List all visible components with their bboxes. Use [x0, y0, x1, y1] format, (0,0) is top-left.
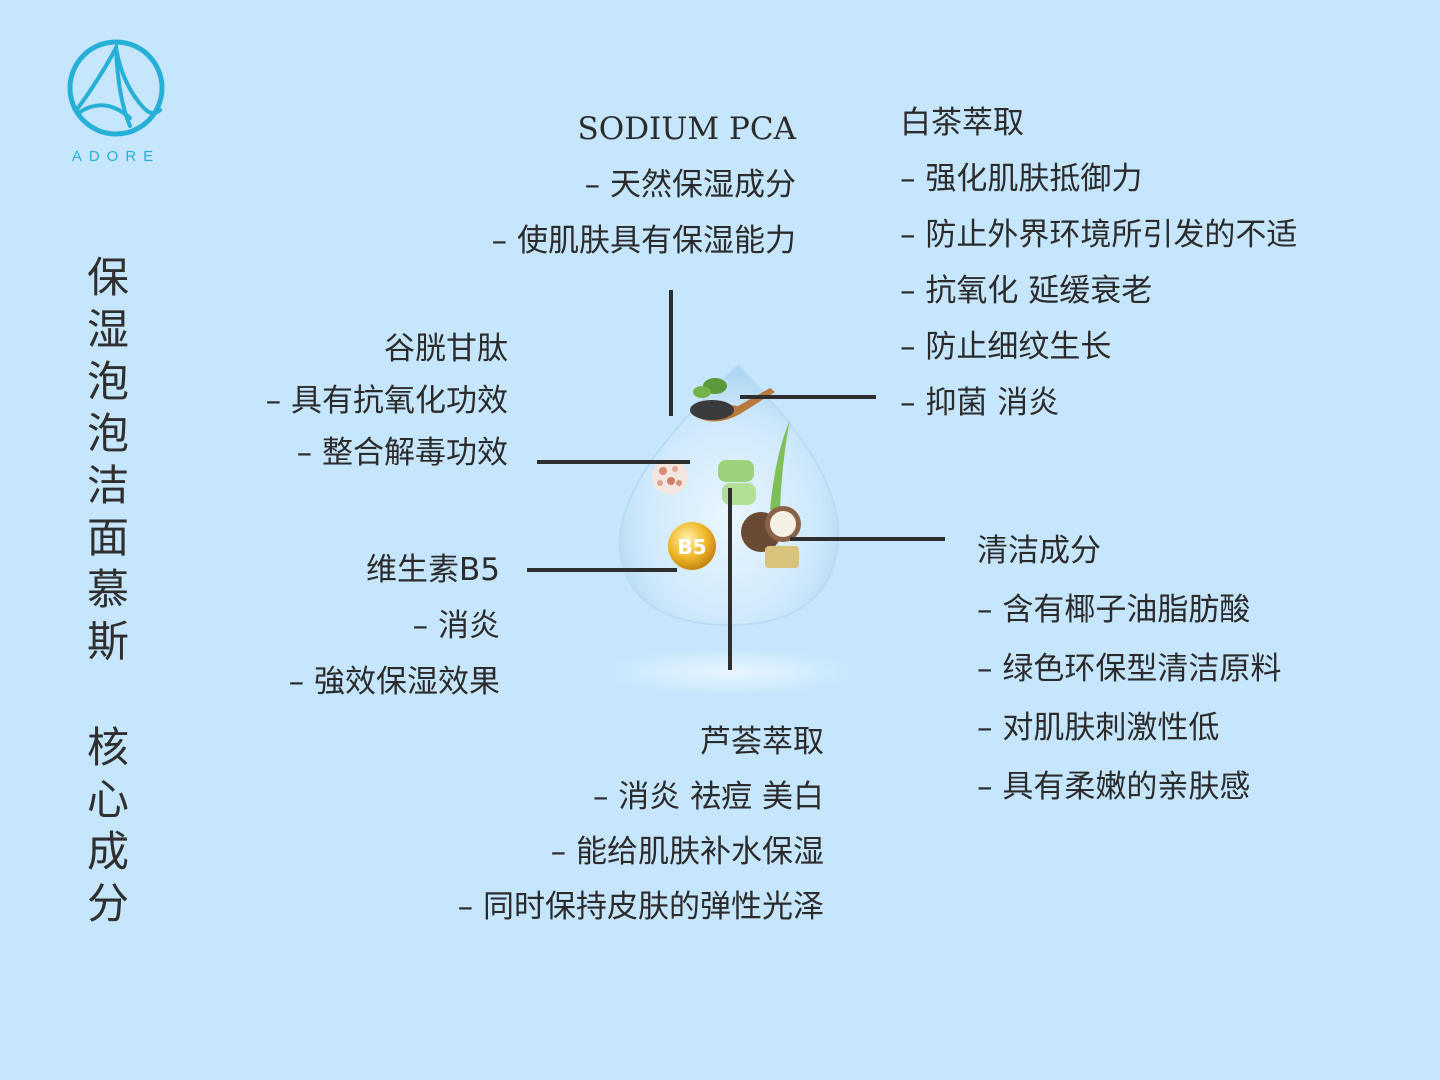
logo-text: ADORE [71, 148, 161, 165]
cleansing-block: 清洁成分 – 含有椰子油脂肪酸 – 绿色环保型清洁原料 – 对肌肤刺激性低 – … [977, 536, 1281, 831]
subtitle-char: 核 [86, 723, 129, 772]
title-char: 保 [86, 253, 129, 302]
title-char: 泡 [86, 357, 129, 406]
white-tea-line: – 抑菌 消炎 [900, 385, 1060, 421]
subtitle-char: 分 [86, 879, 129, 928]
page-title: 保 湿 泡 泡 洁 面 慕 斯 核 心 成 分 [84, 252, 132, 930]
title-char: 慕 [86, 565, 129, 614]
logo-mark-icon [67, 39, 165, 137]
glutathione-line: – 具有抗氧化功效 [265, 383, 508, 419]
aloe-line: – 能给肌肤补水保湿 [550, 834, 824, 870]
coconut-icon [735, 500, 815, 580]
white-tea-line: – 防止细纹生长 [900, 329, 1112, 365]
title-char: 湿 [86, 305, 129, 354]
cleansing-title: 清洁成分 [977, 533, 1101, 569]
glutathione-title: 谷胱甘肽 [384, 331, 508, 367]
connector-aloe [728, 488, 732, 670]
connector-glutathione [537, 460, 690, 464]
white-tea-line: – 强化肌肤抵御力 [900, 161, 1143, 197]
aloe-title: 芦荟萃取 [700, 724, 824, 760]
sodium-pca-line: – 使肌肤具有保湿能力 [491, 223, 796, 259]
cleansing-line: – 含有椰子油脂肪酸 [977, 592, 1251, 628]
subtitle-char: 心 [86, 775, 129, 824]
adore-logo: ADORE [60, 38, 172, 170]
vitamin-b5-icon: B5 [664, 518, 724, 578]
sodium-pca-line: – 天然保湿成分 [584, 167, 796, 203]
white-tea-line: – 防止外界环境所引发的不适 [900, 217, 1298, 253]
title-char: 泡 [86, 409, 129, 458]
connector-white-tea [740, 395, 876, 399]
aloe-block: 芦荟萃取 – 消炎 祛痘 美白 – 能给肌肤补水保湿 – 同时保持皮肤的弹性光泽 [458, 727, 824, 947]
aloe-line: – 消炎 祛痘 美白 [592, 779, 824, 815]
cleansing-line: – 具有柔嫩的亲肤感 [977, 769, 1251, 805]
aloe-line: – 同时保持皮肤的弹性光泽 [457, 889, 824, 925]
cleansing-line: – 绿色环保型清洁原料 [977, 651, 1282, 687]
vitamin-b5-block: 维生素B5 – 消炎 – 強效保湿效果 [289, 555, 500, 723]
title-char: 面 [86, 513, 129, 562]
connector-vitamin-b5 [527, 568, 677, 572]
sodium-pca-title: SODIUM PCA [577, 111, 796, 147]
subtitle-char: 成 [86, 827, 129, 876]
white-tea-block: 白茶萃取 – 强化肌肤抵御力 – 防止外界环境所引发的不适 – 抗氧化 延缓衰老… [900, 108, 1297, 444]
sodium-pca-block: SODIUM PCA – 天然保湿成分 – 使肌肤具有保湿能力 [492, 114, 796, 282]
vitamin-badge-label: B5 [677, 535, 706, 559]
title-char: 洁 [86, 461, 129, 510]
glutathione-icon [645, 455, 695, 500]
glutathione-block: 谷胱甘肽 – 具有抗氧化功效 – 整合解毒功效 [266, 334, 508, 490]
vitamin-b5-title: 维生素B5 [366, 552, 500, 588]
cleansing-line: – 对肌肤刺激性低 [977, 710, 1220, 746]
white-tea-icon [680, 372, 780, 432]
connector-cleansing [790, 537, 945, 541]
vitamin-b5-line: – 消炎 [412, 608, 500, 644]
white-tea-title: 白茶萃取 [900, 105, 1024, 141]
glutathione-line: – 整合解毒功效 [296, 435, 508, 471]
vitamin-b5-line: – 強效保湿效果 [288, 664, 500, 700]
title-char: 斯 [86, 617, 129, 666]
white-tea-line: – 抗氧化 延缓衰老 [900, 273, 1153, 309]
connector-sodium-pca [669, 290, 673, 416]
